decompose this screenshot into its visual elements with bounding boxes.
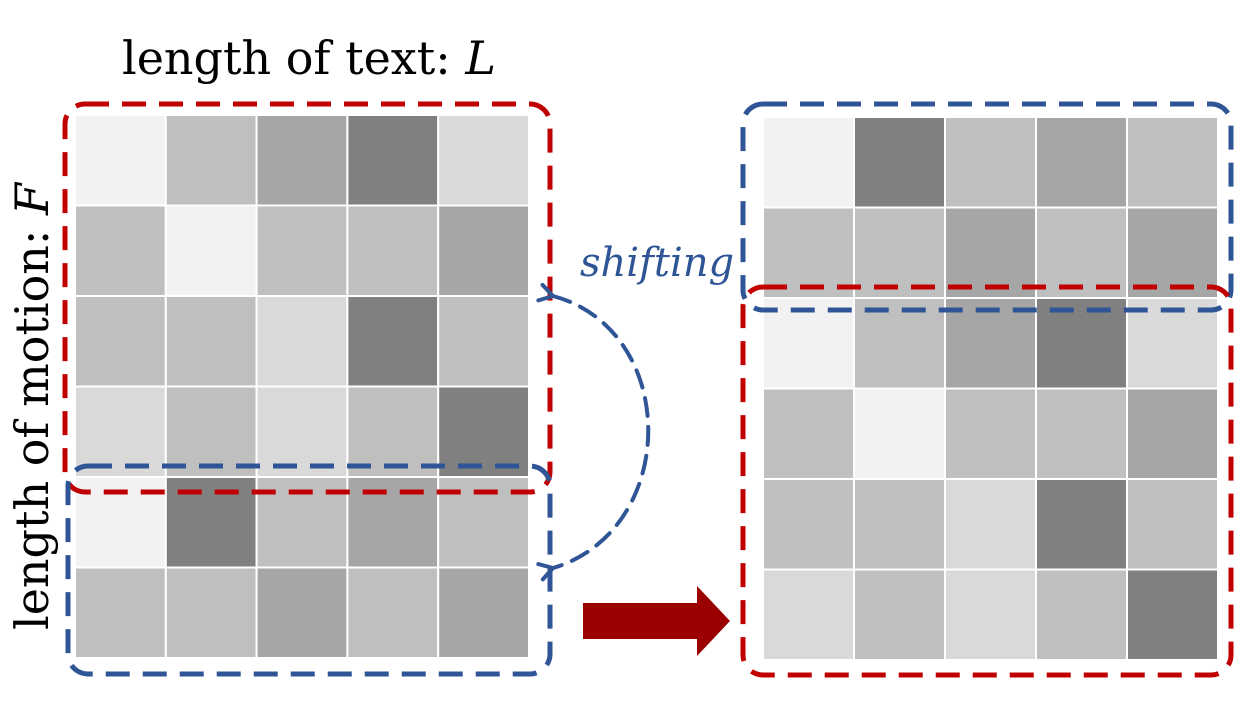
- right-cell-r1-c0: [762, 206, 855, 299]
- left-cell-r5-c3: [346, 566, 440, 659]
- shifting-label: shifting: [580, 240, 734, 286]
- height-label-text: length of motion:: [5, 215, 59, 630]
- left-cell-r0-c2: [255, 114, 349, 207]
- right-cell-r2-c1: [853, 297, 946, 390]
- right-cell-r5-c0: [762, 568, 855, 661]
- height-variable: F: [5, 181, 59, 216]
- left-cell-r1-c3: [346, 204, 440, 297]
- right-cell-r3-c3: [1035, 387, 1128, 480]
- right-cell-r4-c4: [1126, 478, 1219, 571]
- right-cell-r4-c0: [762, 478, 855, 571]
- left-cell-r0-c0: [74, 114, 167, 207]
- left-cell-r5-c1: [164, 566, 258, 659]
- right-cell-r3-c0: [762, 387, 855, 480]
- left-cell-r5-c4: [437, 566, 531, 659]
- right-cell-r1-c1: [853, 206, 946, 299]
- right-cell-r2-c3: [1035, 297, 1128, 390]
- right-cell-r0-c0: [762, 116, 855, 209]
- right-cell-r4-c3: [1035, 478, 1128, 571]
- right-text-region-outline: [740, 284, 1234, 678]
- left-cell-r1-c0: [74, 204, 167, 297]
- matrix-height-label: length of motion: F: [5, 181, 59, 630]
- matrix-width-label: length of text: L: [122, 31, 496, 85]
- left-cell-r5-c2: [255, 566, 349, 659]
- right-cell-r4-c2: [944, 478, 1037, 571]
- right-shifted-matrix: [762, 116, 1219, 661]
- right-cell-r0-c1: [853, 116, 946, 209]
- left-cell-r1-c1: [164, 204, 258, 297]
- left-cell-r2-c1: [164, 295, 258, 388]
- right-cell-r5-c3: [1035, 568, 1128, 661]
- width-variable: L: [464, 31, 496, 85]
- left-cell-r2-c0: [74, 295, 167, 388]
- left-cell-r1-c4: [437, 204, 531, 297]
- left-cell-r3-c4: [437, 385, 531, 478]
- right-cell-r0-c4: [1126, 116, 1219, 209]
- right-shifted-region-outline: [740, 101, 1234, 313]
- left-cell-r0-c4: [437, 114, 531, 207]
- left-cell-r2-c4: [437, 295, 531, 388]
- right-cell-r5-c2: [944, 568, 1037, 661]
- right-cell-r4-c1: [853, 478, 946, 571]
- left-cell-r1-c2: [255, 204, 349, 297]
- left-cell-r3-c1: [164, 385, 258, 478]
- shifting-curved-arrow: [536, 282, 651, 582]
- right-cell-r3-c1: [853, 387, 946, 480]
- left-attention-matrix: [74, 114, 531, 659]
- left-cell-r3-c3: [346, 385, 440, 478]
- right-cell-r3-c2: [944, 387, 1037, 480]
- right-cell-r0-c2: [944, 116, 1037, 209]
- left-cell-r2-c2: [255, 295, 349, 388]
- transform-arrow: [583, 586, 730, 656]
- left-cell-r3-c2: [255, 385, 349, 478]
- left-cell-r2-c3: [346, 295, 440, 388]
- left-cell-r5-c0: [74, 566, 167, 659]
- right-cell-r0-c3: [1035, 116, 1128, 209]
- left-cell-r0-c3: [346, 114, 440, 207]
- right-cell-r1-c2: [944, 206, 1037, 299]
- right-cell-r5-c4: [1126, 568, 1219, 661]
- right-cell-r5-c1: [853, 568, 946, 661]
- right-cell-r1-c4: [1126, 206, 1219, 299]
- left-cell-r3-c0: [74, 385, 167, 478]
- left-cell-r0-c1: [164, 114, 258, 207]
- right-cell-r1-c3: [1035, 206, 1128, 299]
- width-label-text: length of text:: [122, 31, 465, 85]
- left-cell-r4-c3: [346, 476, 440, 569]
- right-cell-r3-c4: [1126, 387, 1219, 480]
